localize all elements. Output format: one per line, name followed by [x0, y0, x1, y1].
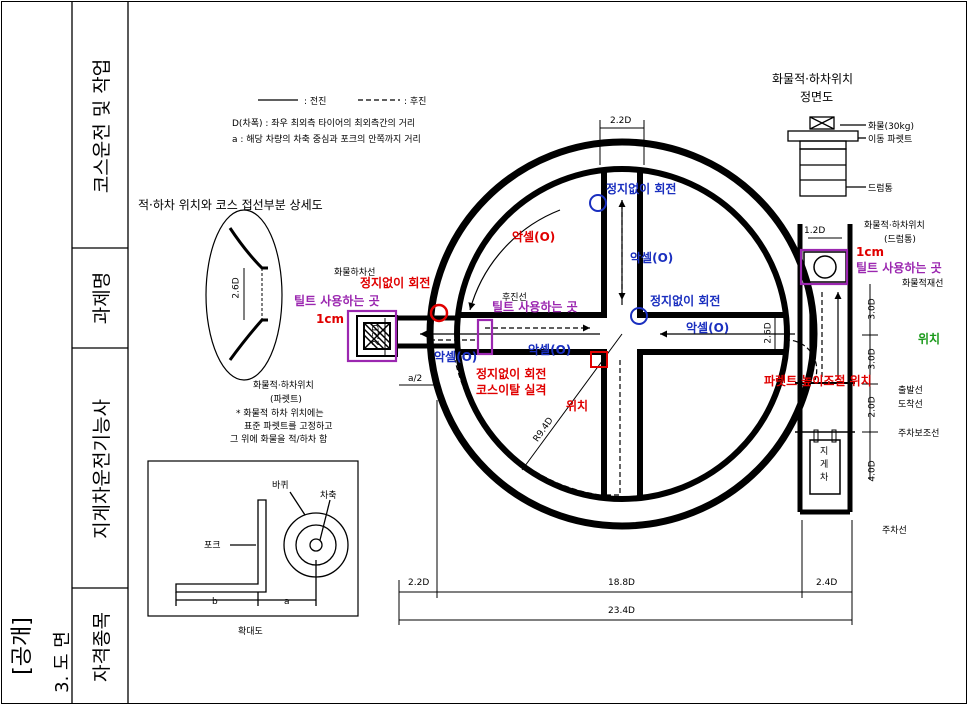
reverse-line-label: 후진선	[502, 293, 527, 303]
course-fail-line1: 코스이탈 실격	[476, 383, 547, 397]
arrival-line-label: 도착선	[898, 400, 923, 410]
inset-a: a	[284, 597, 290, 607]
right-dim-12: 1.2D	[804, 226, 826, 236]
marker-red-square	[590, 351, 608, 368]
vdim-20: 2.0D	[867, 396, 878, 418]
accel-blue-right: 악셀(O)	[686, 321, 730, 335]
accel-blue-left: 악셀(O)	[434, 350, 478, 364]
marker-blue-top	[589, 194, 607, 212]
tilt-mid: 틸트 사용하는 곳	[492, 300, 578, 314]
marker-blue-mid	[630, 307, 648, 325]
no-stop-red-left: 정지없이 회전	[360, 276, 431, 290]
course-fail-line2: 위치	[566, 399, 589, 413]
left-dim-a2: a/2	[408, 374, 423, 384]
hdim-22: 2.2D	[408, 578, 430, 588]
detail-dim: 2.6D	[231, 277, 242, 299]
hdim-234: 23.4D	[608, 606, 635, 616]
left-note-3: 그 위에 화물을 적/하차 함	[230, 435, 328, 445]
drum	[813, 255, 837, 279]
marker-purple-right	[799, 248, 849, 286]
front-view-title2: 정면도	[800, 90, 834, 104]
dim-top-22: 2.2D	[610, 116, 632, 126]
inset-box	[147, 460, 359, 617]
travel-paths	[420, 200, 842, 496]
inset-wheel: 바퀴	[272, 481, 289, 491]
inset-b: b	[212, 597, 218, 607]
left-dim-22: 2.2D	[371, 324, 382, 346]
tilt-right: 틸트 사용하는 곳	[856, 261, 942, 275]
position-green: 위치	[918, 332, 941, 346]
front-view-cargo: 화물(30kg)	[868, 122, 914, 132]
front-view-title1: 화물적·하차위치	[772, 72, 854, 86]
left-caption-2: (파렛트)	[270, 395, 302, 405]
marker-purple-left	[346, 309, 398, 363]
left-caption-1: 화물적·하차위치	[253, 381, 314, 391]
dimension-lines	[384, 120, 878, 625]
front-view	[787, 116, 866, 197]
legend-reverse: : 후진	[404, 97, 427, 107]
park-aux-label: 주차보조선	[898, 429, 940, 439]
right-caption-2: (드럼통)	[884, 235, 916, 245]
vdim-40: 4.0D	[867, 460, 878, 482]
left-note-1: * 화물적 하차 위치에는	[236, 409, 324, 419]
park-line-label: 주차선	[882, 526, 907, 536]
forklift-body	[809, 439, 841, 495]
inset-fork: 포크	[204, 541, 221, 551]
front-view-drum: 드럼통	[868, 184, 893, 194]
marker-red-circle	[429, 303, 449, 323]
detail-title: 적·하차 위치와 코스 접선부분 상세도	[138, 198, 323, 212]
hdim-188: 18.8D	[608, 578, 635, 588]
pallet-height-label: 파렛트 높이조절 위치	[764, 374, 872, 388]
vdim-30a: 3.0D	[867, 298, 878, 320]
vdim-30b: 3.0D	[867, 348, 878, 370]
left-note-2: 표준 파렛트를 고정하고	[244, 422, 333, 432]
legend-forward: : 전진	[304, 97, 327, 107]
accel-red-top: 악셀(O)	[512, 230, 556, 244]
accel-blue-center: 악셀(O)	[528, 343, 572, 357]
right-dim-26: 2.6D	[763, 322, 774, 344]
tilt-left: 틸트 사용하는 곳	[294, 294, 380, 308]
hdim-24: 2.4D	[816, 578, 838, 588]
definition-d: D(차폭) : 좌우 최외측 타이어의 최외측간의 거리	[232, 119, 416, 129]
left-entry-corridor	[398, 315, 458, 349]
right-caption-1: 화물적·하차위치	[864, 221, 925, 231]
accel-blue-upper: 악셀(O)	[630, 251, 674, 265]
unload-line-label: 화물하차선	[334, 268, 376, 278]
one-cm-right: 1cm	[856, 245, 884, 259]
inset-caption: 확대도	[238, 627, 263, 637]
forklift-label: 지게차	[820, 447, 829, 483]
front-view-pallet: 이동 파렛트	[868, 135, 913, 145]
radius-line	[521, 333, 623, 471]
marker-purple-mid	[476, 318, 494, 356]
definition-a: a : 해당 차량의 차축 중심과 포크의 안쪽까지 거리	[232, 135, 421, 145]
inset-axle: 차축	[320, 491, 337, 501]
no-stop-blue-mid: 정지없이 회전	[650, 294, 721, 308]
detail-ellipse	[205, 209, 283, 381]
one-cm-left: 1cm	[316, 312, 344, 326]
no-stop-blue-top: 정지없이 회전	[606, 182, 677, 196]
no-stop-red-center: 정지없이 회전	[476, 367, 547, 381]
start-line-label: 출발선	[898, 386, 923, 396]
load-line-label: 화물적재선	[902, 279, 944, 289]
